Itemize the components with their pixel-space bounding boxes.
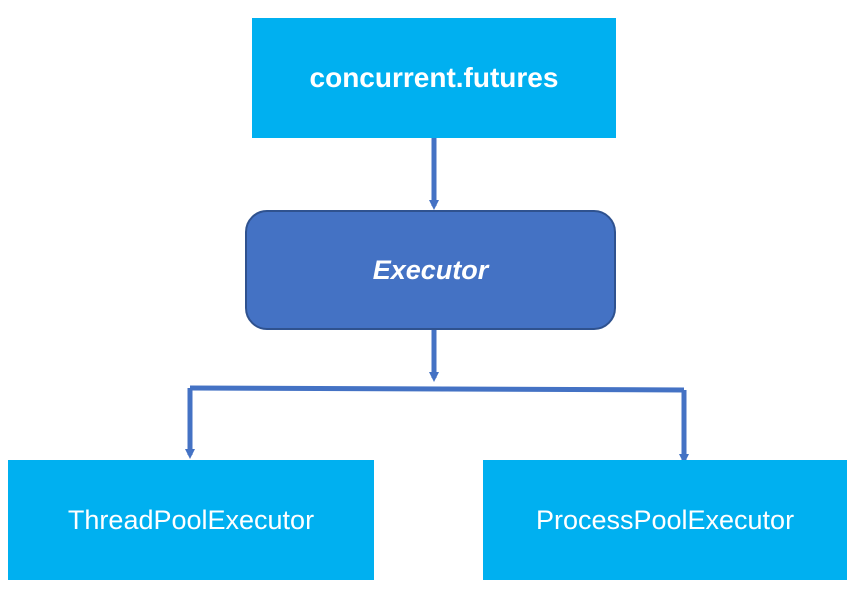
thread-pool-executor-label: ThreadPoolExecutor xyxy=(67,504,315,535)
concurrent-futures-box: concurrent.futures xyxy=(252,18,616,138)
executor-label: Executor xyxy=(372,254,489,285)
process-pool-executor-label: ProcessPoolExecutor xyxy=(535,504,795,535)
executor-box: Executor xyxy=(245,210,616,330)
process-pool-executor-box: ProcessPoolExecutor xyxy=(483,460,847,580)
thread-pool-executor-box: ThreadPoolExecutor xyxy=(8,460,374,580)
branch-line xyxy=(189,385,685,393)
concurrent-futures-label: concurrent.futures xyxy=(309,62,559,93)
